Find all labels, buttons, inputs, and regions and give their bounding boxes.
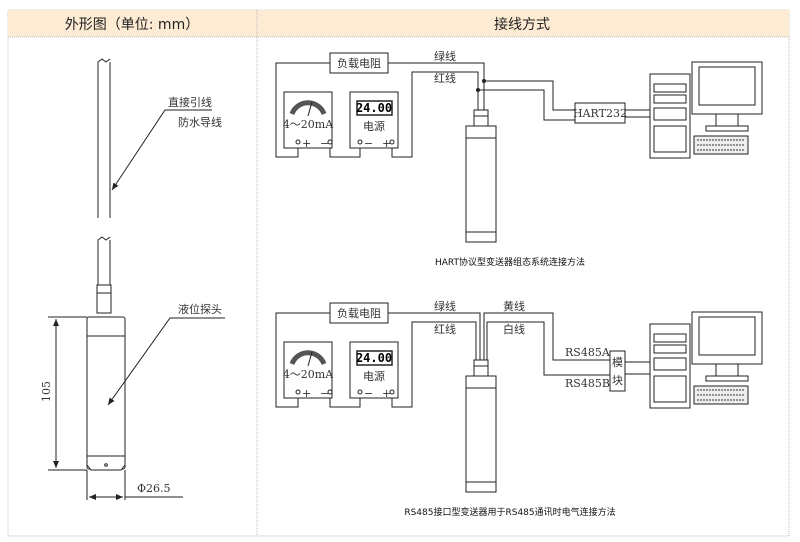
power-minus: − xyxy=(364,387,373,400)
hart-caption: HART协议型变送器组态系统连接方法 xyxy=(435,256,585,268)
yellow-wire-label: 黄线 xyxy=(503,299,525,313)
power-plus: + xyxy=(382,137,391,150)
meter-plus: + xyxy=(302,137,311,150)
resistor-label: 负载电阻 xyxy=(337,306,381,320)
red-wire-label: 红线 xyxy=(434,71,456,85)
module-label-2: 块 xyxy=(612,374,623,387)
rs485b-label: RS485B xyxy=(565,377,610,390)
rs485-caption: RS485接口型变送器用于RS485通讯时电气连接方法 xyxy=(404,506,615,518)
load-resistor xyxy=(329,302,389,324)
diameter-dimension: Φ26.5 xyxy=(137,482,171,495)
rs485a-label: RS485A xyxy=(565,346,611,359)
load-resistor xyxy=(329,52,389,74)
resistor-label: 负载电阻 xyxy=(337,56,381,70)
power-label: 电源 xyxy=(363,119,385,133)
module-label-1: 模 xyxy=(612,356,623,369)
power-plus: + xyxy=(382,387,391,400)
red-wire-label: 红线 xyxy=(434,322,456,336)
dimension-header: 外形图（单位: mm） xyxy=(65,17,199,33)
rs485-module xyxy=(609,350,626,392)
power-display: 24.00 xyxy=(356,351,392,365)
header-row xyxy=(8,10,789,37)
lead-wire-label: 直接引线 xyxy=(168,95,212,109)
waterproof-cable-label: 防水导线 xyxy=(178,115,222,129)
meter-range: 4～20mA xyxy=(283,118,334,131)
meter-minus: − xyxy=(320,137,329,150)
computer-icon xyxy=(649,311,763,409)
level-probe xyxy=(465,109,497,243)
power-minus: − xyxy=(364,137,373,150)
hart232-converter xyxy=(574,102,626,124)
green-wire-label: 绿线 xyxy=(434,49,456,63)
rs485-diagram xyxy=(275,302,763,493)
computer-icon xyxy=(649,61,763,159)
power-display: 24.00 xyxy=(356,101,392,115)
hart-diagram xyxy=(275,52,763,243)
meter-range: 4～20mA xyxy=(283,368,334,381)
meter-plus: + xyxy=(302,387,311,400)
probe-label: 液位探头 xyxy=(178,302,222,316)
converter-label: HART232 xyxy=(573,107,627,120)
white-wire-label: 白线 xyxy=(503,322,525,336)
green-wire-label: 绿线 xyxy=(434,299,456,313)
probe-outline-drawing xyxy=(48,58,225,500)
wiring-header: 接线方式 xyxy=(494,16,550,33)
power-label: 电源 xyxy=(363,369,385,383)
length-dimension: 105 xyxy=(40,381,53,402)
level-probe xyxy=(465,359,497,493)
meter-minus: − xyxy=(320,387,329,400)
